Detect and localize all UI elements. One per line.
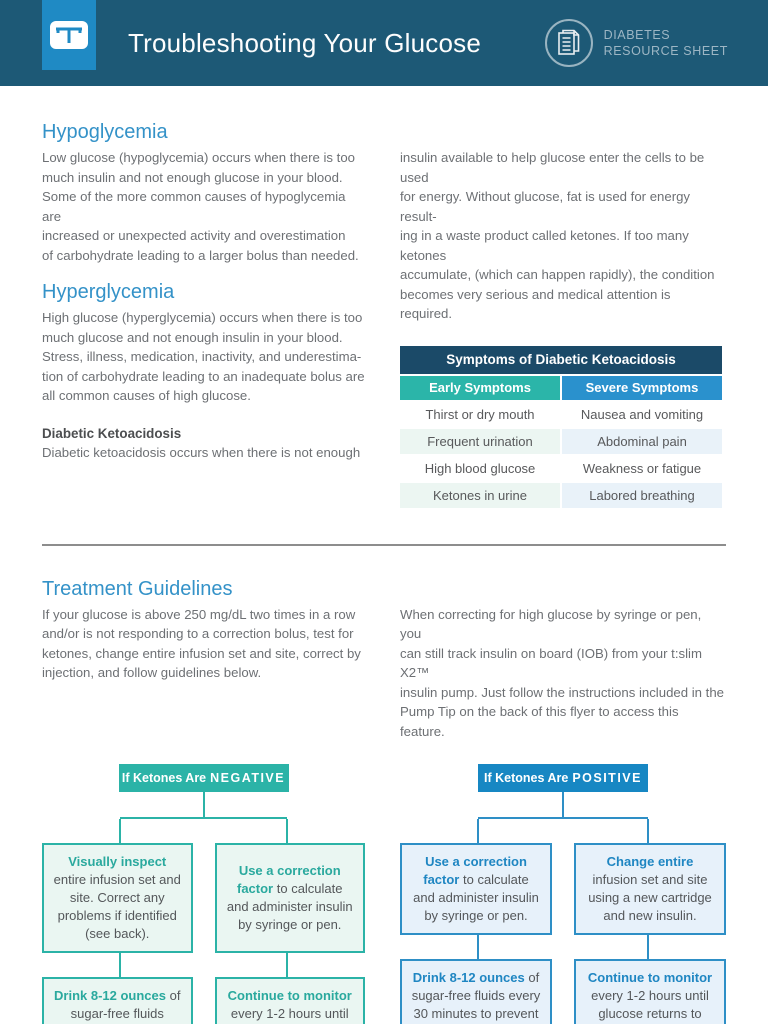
connector-line bbox=[202, 792, 205, 817]
treatment-heading: Treatment Guidelines bbox=[42, 577, 233, 600]
table-cell: Ketones in urine bbox=[400, 482, 560, 508]
flow-box-monitor: Continue to monitor every 1-2 hours unti… bbox=[214, 976, 365, 1024]
severe-symptoms-header: Severe Symptoms bbox=[562, 375, 722, 400]
symptoms-table: Symptoms of Diabetic Ketoacidosis Early … bbox=[400, 345, 722, 508]
treatment-left-paragraph: If your glucose is above 250 mg/dL two t… bbox=[42, 606, 361, 681]
resource-sheet-badge: DIABETES RESOURCE SHEET bbox=[544, 19, 728, 67]
treatment-left: Treatment Guidelines If your glucose is … bbox=[42, 577, 365, 742]
table-cell: Weakness or fatigue bbox=[562, 455, 722, 481]
table-cell: Abdominal pain bbox=[562, 428, 722, 454]
connector-line bbox=[400, 817, 726, 819]
connector-line bbox=[42, 819, 365, 843]
page-title: Troubleshooting Your Glucose bbox=[128, 27, 481, 58]
table-cell: High blood glucose bbox=[400, 455, 560, 481]
hypoglycemia-heading: Hypoglycemia bbox=[42, 121, 168, 143]
table-cell: Labored breathing bbox=[562, 482, 722, 508]
dka-subheading: Diabetic Ketoacidosis bbox=[42, 425, 182, 441]
table-cell: Nausea and vomiting bbox=[562, 401, 722, 427]
connector-line bbox=[562, 792, 564, 817]
page-header: Troubleshooting Your Glucose DIABETES RE… bbox=[0, 0, 768, 86]
column-right: insulin available to help glucose enter … bbox=[400, 120, 726, 508]
early-symptoms-header: Early Symptoms bbox=[400, 375, 560, 400]
treatment-right: When correcting for high glucose by syri… bbox=[400, 577, 726, 742]
flow-box-correction-factor: Use a correction factor to calculate and… bbox=[214, 843, 365, 953]
connector-line bbox=[42, 952, 365, 977]
connector-line bbox=[400, 934, 726, 959]
hyperglycemia-paragraph: High glucose (hyperglycemia) occurs when… bbox=[42, 310, 365, 403]
tandem-logo bbox=[42, 0, 96, 70]
hyperglycemia-heading: Hyperglycemia bbox=[42, 281, 175, 303]
symptoms-table-title: Symptoms of Diabetic Ketoacidosis bbox=[400, 345, 722, 374]
table-cell: Thirst or dry mouth bbox=[400, 401, 560, 427]
section-divider bbox=[42, 543, 726, 546]
flow-box-drink-fluids: Drink 8-12 ounces of sugar-free fluids e… bbox=[400, 958, 552, 1024]
flow-box-drink-fluids: Drink 8-12 ounces of sugar-free fluids e… bbox=[42, 976, 193, 1024]
connector-line bbox=[42, 817, 365, 819]
hypoglycemia-paragraph: Low glucose (hypoglycemia) occurs when t… bbox=[42, 150, 359, 263]
document-body: Hypoglycemia Low glucose (hypoglycemia) … bbox=[0, 86, 768, 1024]
dka-paragraph: Diabetic ketoacidosis occurs when there … bbox=[42, 444, 361, 460]
flow-box-correction-factor: Use a correction factor to calculate and… bbox=[400, 843, 552, 935]
flow-box-inspect: Visually inspect entire infusion set and… bbox=[42, 843, 193, 953]
connector-line bbox=[400, 819, 726, 843]
badge-label: DIABETES RESOURCE SHEET bbox=[603, 27, 728, 58]
flow-box-change-set: Change entire infusion set and site usin… bbox=[574, 843, 726, 935]
tslim-logo-icon bbox=[50, 21, 88, 49]
dka-continued-paragraph: insulin available to help glucose enter … bbox=[400, 150, 715, 321]
column-left: Hypoglycemia Low glucose (hypoglycemia) … bbox=[42, 120, 365, 508]
table-cell: Frequent urination bbox=[400, 428, 560, 454]
document-icon bbox=[544, 19, 593, 67]
treatment-right-paragraph: When correcting for high glucose by syri… bbox=[400, 606, 725, 739]
flow-box-monitor: Continue to monitor every 1-2 hours unti… bbox=[574, 958, 726, 1024]
